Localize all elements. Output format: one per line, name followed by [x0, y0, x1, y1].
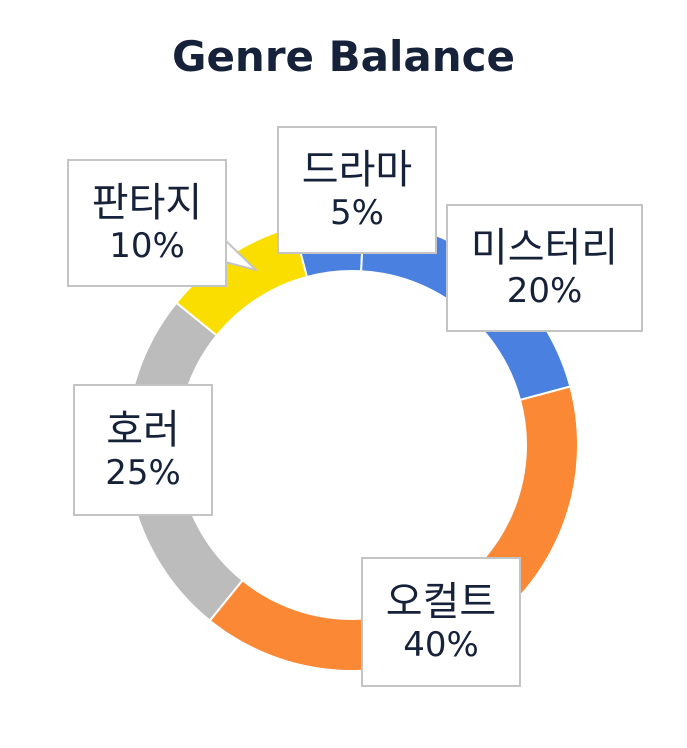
slice-label-value: 5% [330, 192, 384, 233]
slice-label-value: 20% [506, 270, 583, 311]
slice-label-drama: 드라마 5% [277, 126, 437, 254]
slice-label-fantasy: 판타지 10% [67, 159, 227, 287]
slice-label-horror: 호러 25% [73, 384, 213, 516]
slice-label-value: 40% [403, 624, 479, 665]
chart-title: Genre Balance [171, 32, 516, 81]
slice-label-category: 드라마 [301, 146, 413, 193]
slice-label-value: 25% [105, 452, 181, 493]
slice-label-category: 호러 [106, 406, 180, 453]
slice-label-category: 판타지 [91, 179, 203, 226]
slice-label-mystery: 미스터리 20% [446, 204, 643, 332]
slice-label-value: 10% [109, 225, 185, 266]
slice-label-occult: 오컬트 40% [361, 557, 521, 687]
slice-label-category: 미스터리 [470, 224, 619, 271]
slice-label-category: 오컬트 [385, 578, 497, 625]
